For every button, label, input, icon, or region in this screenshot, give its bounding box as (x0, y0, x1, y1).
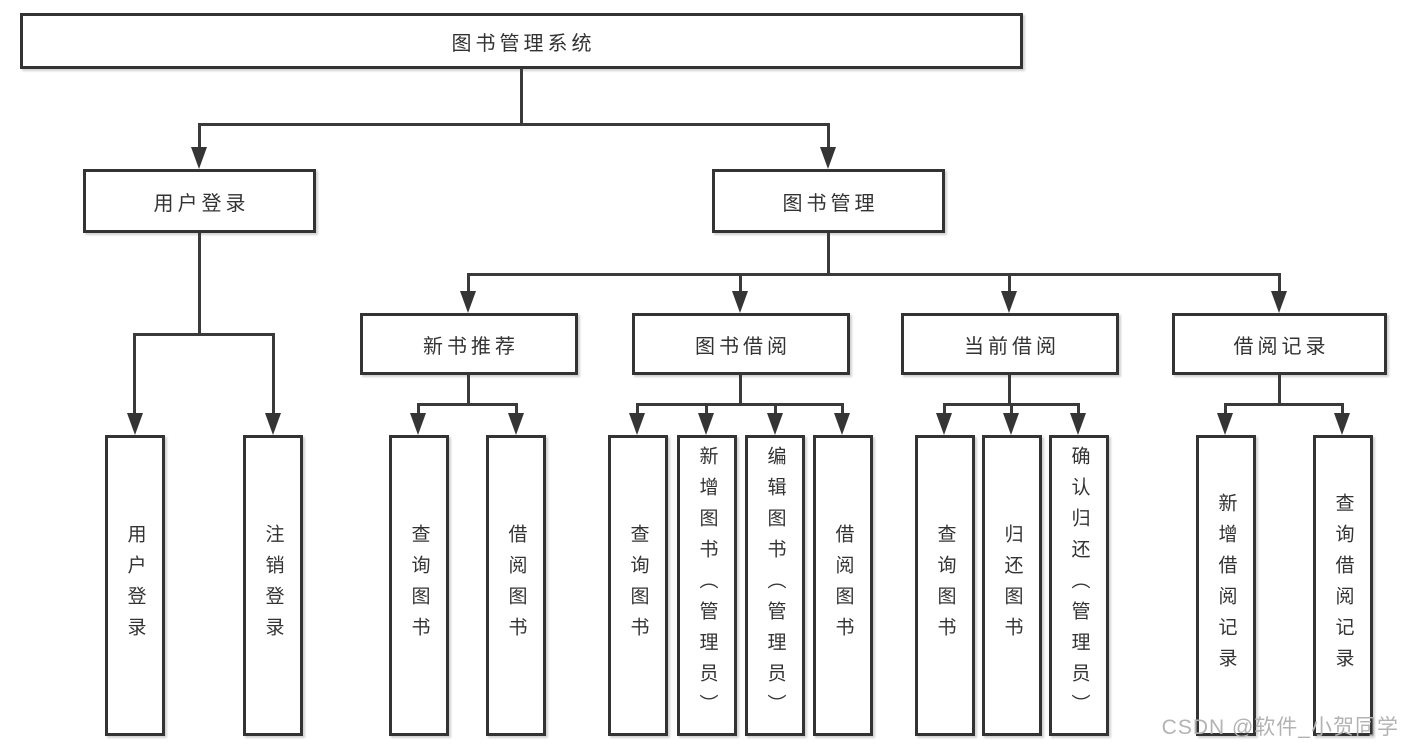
connector-line (1278, 273, 1281, 292)
connector-arrowhead (834, 413, 850, 435)
connector-line (1008, 375, 1011, 405)
connector-line (636, 403, 844, 406)
leaf-edit-books-admin: 编辑图书（管理员） (745, 435, 805, 736)
connector-line (520, 68, 523, 126)
leaf-borrow-books-recommend-label: 借阅图书 (505, 523, 527, 648)
connector-line (272, 333, 275, 414)
leaf-user-login-label: 用户登录 (124, 523, 146, 648)
leaf-query-books-recommend-label: 查询图书 (408, 523, 430, 648)
leaf-query-borrow-record: 查询借阅记录 (1313, 435, 1373, 736)
leaf-query-books-current-label: 查询图书 (934, 523, 956, 648)
connector-arrowhead (1217, 413, 1233, 435)
leaf-query-books-borrowing-label: 查询图书 (627, 523, 649, 648)
connector-line (943, 403, 946, 414)
connector-line (774, 403, 777, 414)
connector-line (467, 273, 1280, 276)
connector-line (198, 123, 201, 149)
leaf-edit-books-admin-label: 编辑图书（管理员） (764, 446, 786, 725)
node-book-management: 图书管理 (712, 169, 945, 233)
connector-arrowhead (629, 413, 645, 435)
leaf-borrow-books-borrowing: 借阅图书 (813, 435, 873, 736)
connector-line (1077, 403, 1080, 414)
connector-line (133, 333, 275, 336)
leaf-confirm-return-admin-label: 确认归还（管理员） (1068, 446, 1090, 725)
connector-line (417, 403, 518, 406)
node-book-borrowing-label: 图书借阅 (695, 335, 791, 358)
connector-line (467, 273, 470, 292)
connector-arrowhead (191, 147, 207, 169)
connector-arrowhead (410, 413, 426, 435)
leaf-logout-label: 注销登录 (262, 523, 284, 648)
node-borrowing-records-label: 借阅记录 (1233, 335, 1330, 358)
connector-arrowhead (460, 291, 476, 313)
connector-arrowhead (265, 413, 281, 435)
node-root-label: 图书管理系统 (451, 32, 596, 55)
leaf-add-borrow-record-label: 新增借阅记录 (1215, 492, 1237, 679)
connector-line (705, 403, 708, 414)
leaf-confirm-return-admin: 确认归还（管理员） (1049, 435, 1109, 736)
connector-arrowhead (936, 413, 952, 435)
connector-line (841, 403, 844, 414)
connector-arrowhead (767, 413, 783, 435)
connector-line (739, 375, 742, 405)
node-book-borrowing: 图书借阅 (632, 313, 850, 375)
node-borrowing-records: 借阅记录 (1172, 313, 1387, 375)
connector-arrowhead (1070, 413, 1086, 435)
node-new-book-recommend-label: 新书推荐 (423, 335, 519, 358)
connector-line (1341, 403, 1344, 414)
leaf-add-borrow-record: 新增借阅记录 (1196, 435, 1256, 736)
node-root: 图书管理系统 (20, 13, 1023, 69)
connector-line (1008, 273, 1011, 292)
leaf-user-login: 用户登录 (105, 435, 165, 736)
node-current-borrowing: 当前借阅 (901, 313, 1119, 375)
connector-arrowhead (820, 147, 836, 169)
watermark: CSDN @软件_小贺同学 (1161, 716, 1399, 739)
node-current-borrowing-label: 当前借阅 (964, 335, 1060, 358)
node-book-management-label: 图书管理 (782, 192, 879, 215)
connector-line (636, 403, 639, 414)
node-user-login: 用户登录 (83, 169, 316, 233)
leaf-query-books-recommend: 查询图书 (389, 435, 449, 736)
leaf-logout: 注销登录 (243, 435, 303, 736)
connector-arrowhead (127, 413, 143, 435)
connector-line (739, 273, 742, 292)
connector-line (827, 123, 830, 149)
connector-line (1278, 375, 1281, 405)
connector-line (515, 403, 518, 414)
connector-arrowhead (1001, 291, 1017, 313)
connector-line (198, 123, 830, 126)
leaf-add-books-admin: 新增图书（管理员） (677, 435, 737, 736)
connector-line (827, 233, 830, 274)
node-user-login-label: 用户登录 (153, 192, 250, 215)
connector-line (198, 233, 201, 334)
connector-arrowhead (732, 291, 748, 313)
leaf-add-books-admin-label: 新增图书（管理员） (696, 446, 718, 725)
connector-arrowhead (1334, 413, 1350, 435)
leaf-borrow-books-borrowing-label: 借阅图书 (832, 523, 854, 648)
leaf-borrow-books-recommend: 借阅图书 (486, 435, 546, 736)
leaf-query-books-borrowing: 查询图书 (608, 435, 668, 736)
node-new-book-recommend: 新书推荐 (360, 313, 578, 375)
connector-line (133, 333, 136, 414)
connector-line (417, 403, 420, 414)
connector-arrowhead (508, 413, 524, 435)
connector-line (1224, 403, 1227, 414)
connector-line (467, 375, 470, 405)
connector-line (1010, 403, 1013, 414)
leaf-return-books-label: 归还图书 (1001, 523, 1023, 648)
leaf-query-borrow-record-label: 查询借阅记录 (1332, 492, 1354, 679)
leaf-return-books: 归还图书 (982, 435, 1042, 736)
leaf-query-books-current: 查询图书 (915, 435, 975, 736)
connector-line (1224, 403, 1344, 406)
connector-arrowhead (698, 413, 714, 435)
connector-arrowhead (1271, 291, 1287, 313)
connector-arrowhead (1003, 413, 1019, 435)
